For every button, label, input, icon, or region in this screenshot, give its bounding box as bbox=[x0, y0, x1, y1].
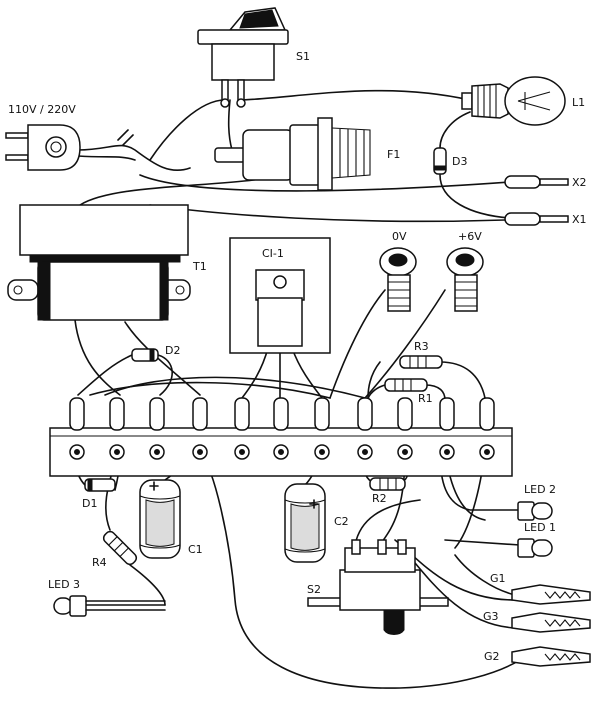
label-plus6v: +6V bbox=[458, 230, 482, 243]
label-c2: C2 bbox=[334, 515, 349, 528]
label-d3: D3 bbox=[452, 155, 467, 168]
label-c1: C1 bbox=[188, 543, 203, 556]
label-d1: D1 bbox=[82, 497, 97, 510]
cable-break-mark bbox=[117, 129, 129, 141]
plug-x2 bbox=[504, 175, 569, 189]
label-mains: 110V / 220V bbox=[8, 103, 76, 116]
clip-g2 bbox=[511, 646, 591, 667]
diode-d2 bbox=[131, 348, 159, 362]
plug-x1 bbox=[504, 212, 569, 226]
jack-0v bbox=[379, 247, 417, 312]
label-g2: G2 bbox=[484, 650, 500, 663]
capacitor-c2 bbox=[284, 483, 326, 563]
lamp-l1 bbox=[461, 76, 566, 126]
label-r4: R4 bbox=[92, 556, 107, 569]
label-s1: S1 bbox=[296, 50, 310, 63]
resistor-r1 bbox=[384, 378, 428, 392]
jack-plus6v bbox=[446, 247, 484, 312]
transformer-t1 bbox=[7, 204, 191, 321]
cable-break-mark bbox=[122, 134, 134, 146]
clip-g1 bbox=[511, 584, 591, 605]
label-led3: LED 3 bbox=[48, 578, 80, 591]
label-g1: G1 bbox=[490, 572, 506, 585]
fuse-f1 bbox=[214, 117, 371, 191]
label-x2: X2 bbox=[572, 176, 587, 189]
label-f1: F1 bbox=[387, 148, 400, 161]
terminal-strip bbox=[49, 397, 513, 477]
label-l1: L1 bbox=[572, 96, 585, 109]
label-led1: LED 1 bbox=[524, 521, 556, 534]
label-0v: 0V bbox=[392, 230, 407, 243]
diode-d3 bbox=[433, 147, 447, 175]
led-2 bbox=[517, 501, 553, 521]
label-d2: D2 bbox=[165, 344, 180, 357]
label-x1: X1 bbox=[572, 213, 587, 226]
resistor-r4 bbox=[102, 530, 138, 566]
label-ci1: CI-1 bbox=[262, 247, 284, 260]
clip-g3 bbox=[511, 612, 591, 633]
regulator-ci1 bbox=[229, 237, 331, 354]
label-r3: R3 bbox=[414, 340, 429, 353]
mains-plug bbox=[5, 124, 81, 171]
label-t1: T1 bbox=[192, 260, 207, 273]
resistor-r3 bbox=[399, 355, 443, 369]
label-r2: R2 bbox=[372, 492, 387, 505]
resistor-r2 bbox=[369, 477, 406, 491]
label-s2: S2 bbox=[307, 583, 321, 596]
diode-d1 bbox=[84, 478, 116, 492]
switch-s2 bbox=[307, 539, 449, 635]
capacitor-c1 bbox=[139, 479, 181, 559]
label-g3: G3 bbox=[483, 610, 499, 623]
label-led2: LED 2 bbox=[524, 483, 556, 496]
led-3 bbox=[53, 595, 166, 617]
switch-s1 bbox=[197, 7, 289, 108]
label-r1: R1 bbox=[418, 392, 433, 405]
led-1 bbox=[517, 538, 553, 558]
